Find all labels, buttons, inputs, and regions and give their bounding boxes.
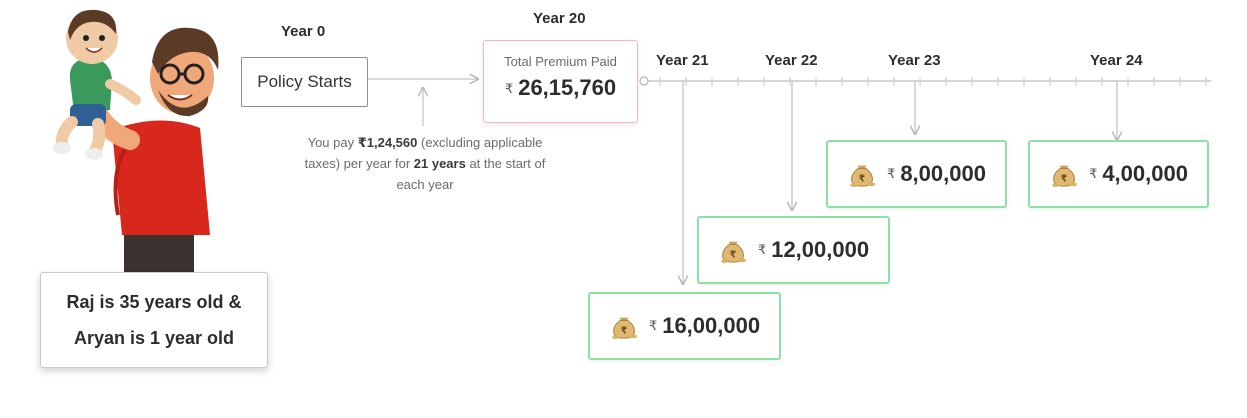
premium-amount: 26,15,760	[518, 75, 617, 100]
money-bag-icon	[1051, 165, 1078, 188]
payment-years: 21 years	[413, 156, 466, 171]
rupee-symbol: ₹	[757, 242, 767, 257]
payout-box-year-21: ₹16,00,000	[588, 292, 781, 360]
policy-starts-box: Policy Starts	[241, 57, 368, 107]
year-24-label: Year 24	[1090, 52, 1143, 69]
rupee-symbol: ₹	[887, 166, 896, 181]
payment-note-prefix: You pay	[307, 135, 358, 150]
payout-amount: 12,00,000	[771, 237, 870, 262]
money-bag-icon	[849, 165, 876, 188]
payout-amount: 16,00,000	[662, 313, 761, 338]
caption-line-2: Aryan is 1 year old	[73, 328, 235, 348]
total-premium-box: Total Premium Paid ₹26,15,760	[483, 40, 638, 123]
policy-starts-label: Policy Starts	[257, 72, 352, 91]
payout-box-year-22: ₹12,00,000	[697, 216, 890, 284]
money-bag-icon	[611, 317, 638, 340]
payout-box-year-24: ₹4,00,000	[1028, 140, 1209, 208]
rupee-symbol: ₹	[648, 318, 658, 333]
payout-box-year-23: ₹8,00,000	[826, 140, 1007, 208]
payment-note-mid: (excluding applicable taxes) per year fo…	[304, 135, 543, 171]
year-0-label: Year 0	[281, 23, 326, 40]
caption-line-1: Raj is 35 years old &	[66, 292, 242, 312]
timeline-ticks	[659, 77, 1207, 86]
payment-amount: ₹1,24,560	[357, 135, 418, 150]
timeline-start-dot	[639, 76, 649, 86]
premium-amount-row: ₹26,15,760	[484, 75, 637, 101]
rupee-symbol: ₹	[1089, 166, 1098, 181]
year-23-label: Year 23	[888, 52, 941, 69]
payment-note-suffix: at the start of each year	[396, 156, 546, 192]
year-20-label: Year 20	[533, 10, 586, 27]
money-bag-icon	[720, 241, 747, 264]
payment-note: You pay ₹1,24,560 (excluding applicable …	[300, 132, 550, 195]
year-22-label: Year 22	[765, 52, 818, 69]
premium-title: Total Premium Paid	[504, 54, 617, 69]
rupee-symbol: ₹	[504, 81, 514, 96]
payout-amount: 4,00,000	[1102, 161, 1188, 186]
caption-card: Raj is 35 years old & Aryan is 1 year ol…	[40, 272, 268, 368]
payout-amount: 8,00,000	[900, 161, 986, 186]
year-21-label: Year 21	[656, 52, 709, 69]
father-child-illustration	[53, 9, 219, 275]
